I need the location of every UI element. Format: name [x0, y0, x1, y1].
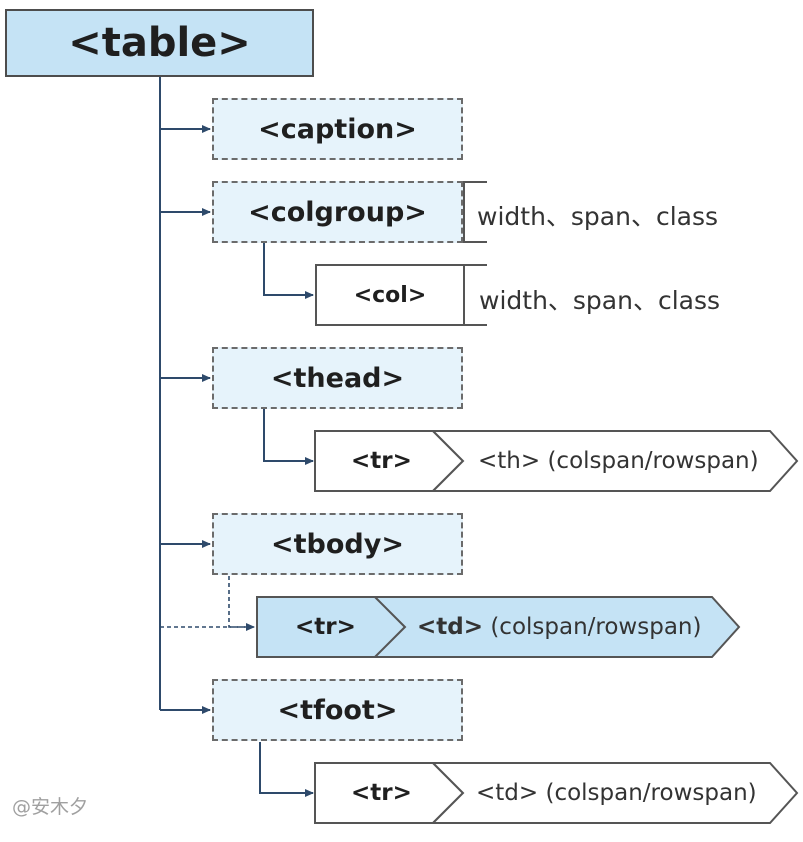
col-attributes: width、span、class	[479, 286, 721, 315]
thead-tr-label: <tr>	[351, 448, 412, 474]
thead-row-shape	[314, 430, 799, 492]
tfoot-node: <tfoot>	[212, 679, 463, 741]
thead-th-cell: <th> (colspan/rowspan)	[478, 448, 759, 474]
tfoot-tr-label: <tr>	[351, 780, 412, 806]
branch-thead-tr	[263, 409, 314, 465]
colgroup-attributes: width、span、class	[477, 202, 719, 231]
thead-node: <thead>	[212, 347, 463, 409]
branch-tfoot-tr	[259, 742, 314, 797]
tbody-row-shape	[256, 596, 741, 658]
branch-tbody-tr-dotted	[228, 576, 254, 628]
tbody-td-cell: <td> (colspan/rowspan)	[417, 614, 701, 640]
colgroup-attr-bracket	[463, 181, 487, 243]
tbody-td-tag: <td>	[417, 614, 484, 640]
table-node: <table>	[5, 9, 314, 77]
col-node: <col>	[315, 264, 465, 326]
caption-node: <caption>	[212, 98, 463, 160]
colgroup-node: <colgroup>	[212, 181, 463, 243]
tbody-td-suffix: (colspan/rowspan)	[483, 614, 702, 640]
tfoot-row-shape	[314, 762, 799, 824]
tbody-node: <tbody>	[212, 513, 463, 575]
branch-colgroup-col	[263, 243, 314, 299]
watermark-text: @安木夕	[12, 796, 89, 818]
tbody-tr-label: <tr>	[295, 614, 356, 640]
col-attr-bracket	[463, 264, 487, 326]
tfoot-td-cell: <td> (colspan/rowspan)	[476, 780, 757, 806]
